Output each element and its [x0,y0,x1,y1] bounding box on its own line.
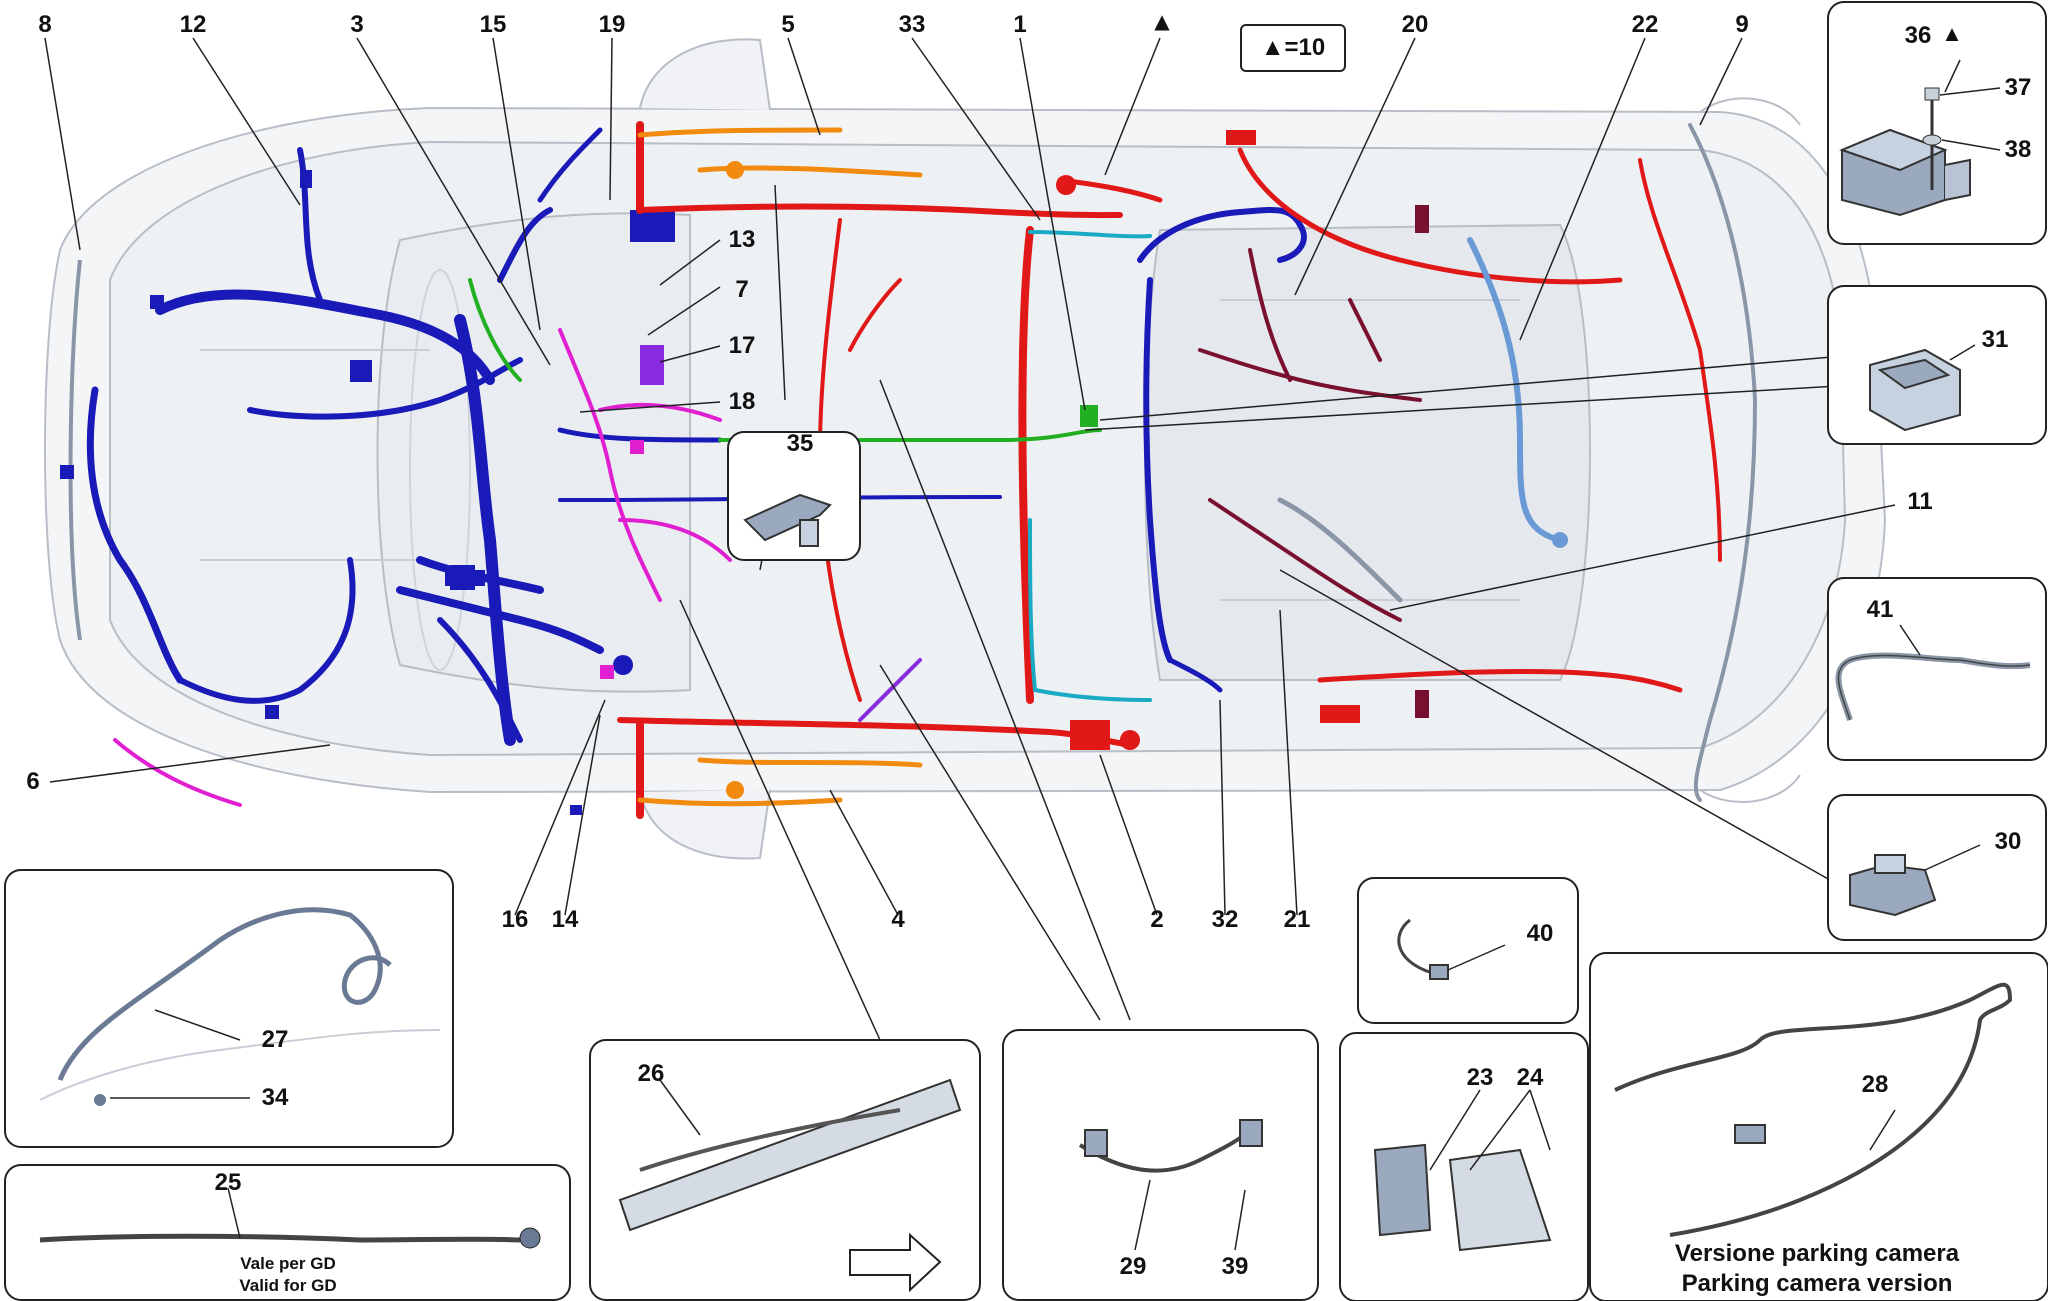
triangle-marker: ▲ [1149,6,1175,37]
orange-harness [637,127,923,807]
callout-17: 17 [728,332,756,359]
inset-26 [589,1039,981,1301]
callout-31: 31 [1981,326,2009,353]
callout-12: 12 [179,11,207,38]
car-body [44,38,1887,860]
parking-caption-en: Parking camera version [1681,1270,1953,1297]
callout-21: 21 [1283,906,1311,933]
callout-33: 33 [898,11,926,38]
callout-1: 1 [1013,11,1027,38]
callout-8: 8 [38,11,52,38]
callout-6: 6 [26,768,40,795]
callout-29: 29 [1119,1253,1147,1280]
cyan-harness [1028,230,1152,702]
callout-40: 40 [1526,920,1554,947]
callout-30: 30 [1994,828,2022,855]
callout-36: 36 [1904,22,1932,49]
callout-5: 5 [781,11,795,38]
inset-41 [1827,577,2047,761]
triangle-marker-36: ▲ [1941,21,1963,46]
callout-35: 35 [786,430,814,457]
inset-28 [1589,952,2048,1301]
callout-25: 25 [214,1169,242,1196]
callout-18: 18 [728,388,756,415]
callout-4: 4 [891,906,905,933]
callout-26: 26 [637,1060,665,1087]
callout-28: 28 [1861,1071,1889,1098]
callout-13: 13 [728,226,756,253]
callout-32: 32 [1211,906,1239,933]
inset-31 [1827,285,2047,445]
legend-box [1240,24,1346,72]
inset-27-34 [4,869,454,1148]
callout-15: 15 [479,11,507,38]
inset-23-24 [1339,1032,1589,1301]
callout-19: 19 [598,11,626,38]
inset-30 [1827,794,2047,941]
callout-11: 11 [1907,488,1933,515]
parking-caption-it: Versione parking camera [1674,1240,1960,1267]
lightblue-grey-harness [1277,123,1758,802]
callout-41: 41 [1866,596,1894,623]
inset-25 [4,1164,571,1301]
inset-40 [1357,877,1579,1024]
callout-27: 27 [261,1026,289,1053]
callout-14: 14 [551,906,579,933]
gd-caption-en: Valid for GD [239,1276,337,1295]
callout-38: 38 [2004,136,2032,163]
callout-16: 16 [501,906,529,933]
callout-24: 24 [1516,1064,1544,1091]
callout-37: 37 [2004,74,2032,101]
callout-20: 20 [1401,11,1429,38]
callout-39: 39 [1221,1253,1249,1280]
legend-key: ▲=10 [1260,34,1326,61]
callout-22: 22 [1631,11,1659,38]
callout-2: 2 [1150,906,1164,933]
inset-29-39 [1002,1029,1319,1301]
callout-7: 7 [735,276,749,303]
gd-caption-it: Vale per GD [240,1254,336,1273]
callout-23: 23 [1466,1064,1494,1091]
inset-sensor [1827,1,2047,245]
callout-3: 3 [350,11,364,38]
callout-34: 34 [261,1084,289,1111]
callout-9: 9 [1735,11,1749,38]
inset-35 [727,431,861,561]
